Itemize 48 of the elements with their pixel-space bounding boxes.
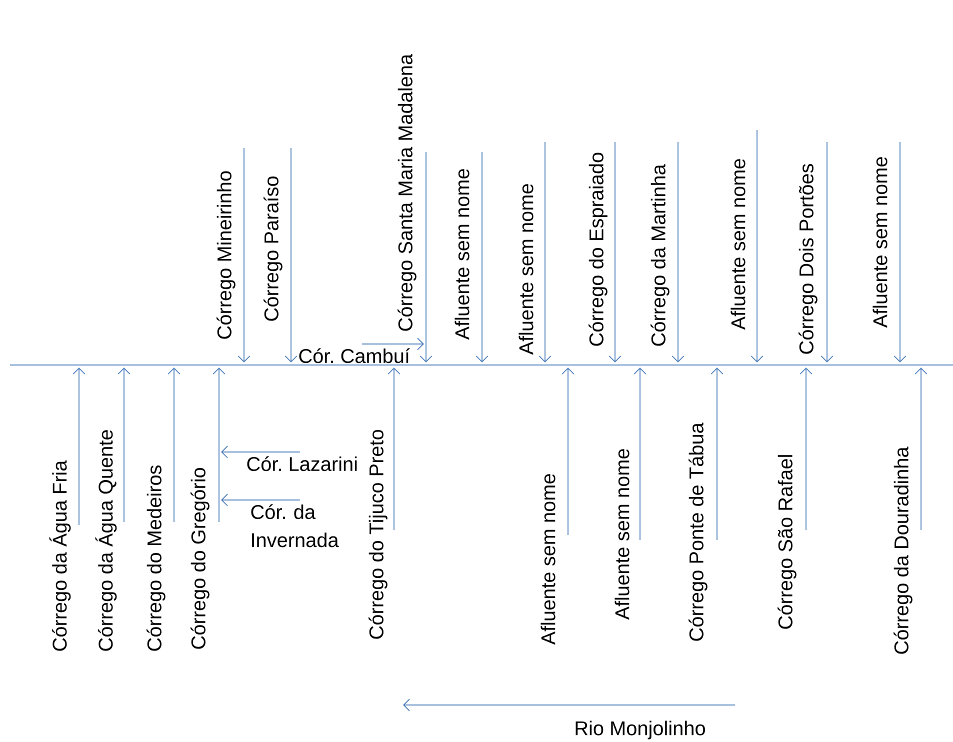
arrow [118, 368, 130, 522]
arrow [221, 446, 300, 458]
arrow [820, 142, 834, 362]
river-name: Rio Monjolinho [576, 720, 705, 740]
arrow [914, 368, 928, 530]
arrow [538, 142, 552, 362]
stream-label: Córrego Santa Maria Madalena [398, 54, 416, 331]
stream-label: Córrego da Douradinha [894, 446, 912, 654]
arrow [238, 148, 250, 362]
arrow [388, 368, 400, 530]
arrow [608, 142, 622, 362]
stream-label: Córrego do Medeiros [146, 465, 166, 651]
stream-label: Afluente sem nome [540, 474, 556, 645]
arrow [800, 368, 812, 530]
stream-label: Afluente sem nome [454, 169, 470, 340]
arrow [284, 148, 298, 362]
stream-label: Afluente sem nome [518, 184, 534, 355]
arrow [476, 152, 488, 362]
arrow [562, 368, 574, 536]
arrow [362, 338, 424, 350]
arrow [168, 368, 180, 522]
stream-label: Afluente sem nome [730, 159, 746, 330]
river-line [10, 364, 953, 366]
stream-label: Afluente sem nome [614, 449, 630, 620]
arrow [710, 368, 724, 540]
arrow [221, 494, 300, 506]
stream-label: Córrego da Martinha [650, 164, 670, 346]
arrow [72, 368, 86, 526]
arrow [750, 130, 764, 362]
stream-label: Córrego Dois Portões [798, 164, 818, 354]
stream-label: Cór. Cambuí [299, 348, 410, 364]
stream-label: Córrego da Água Fria [49, 460, 71, 651]
stream-label: Córrego Paraíso [264, 176, 282, 321]
stream-label: Cór. da Invernada [251, 504, 339, 548]
stream-label: Córrego Mineirinho [216, 171, 236, 339]
arrow [420, 152, 432, 362]
stream-label: Córrego São Rafael [778, 455, 796, 629]
stream-label: Córrego da Água Quente [95, 430, 117, 651]
arrow [634, 368, 646, 540]
stream-label: Cór. Lazarini [247, 456, 357, 472]
arrow [672, 142, 684, 362]
stream-label: Córrego do Tijuco Preto [368, 430, 388, 639]
stream-label: Afluente sem nome [872, 157, 888, 328]
stream-label: Córrego do Gregório [190, 468, 210, 649]
arrow [212, 368, 226, 522]
stream-label: Córrego do Espraiado [588, 152, 608, 346]
stream-label: Córrego Ponte de Tábua [688, 422, 708, 641]
arrow [894, 142, 906, 362]
